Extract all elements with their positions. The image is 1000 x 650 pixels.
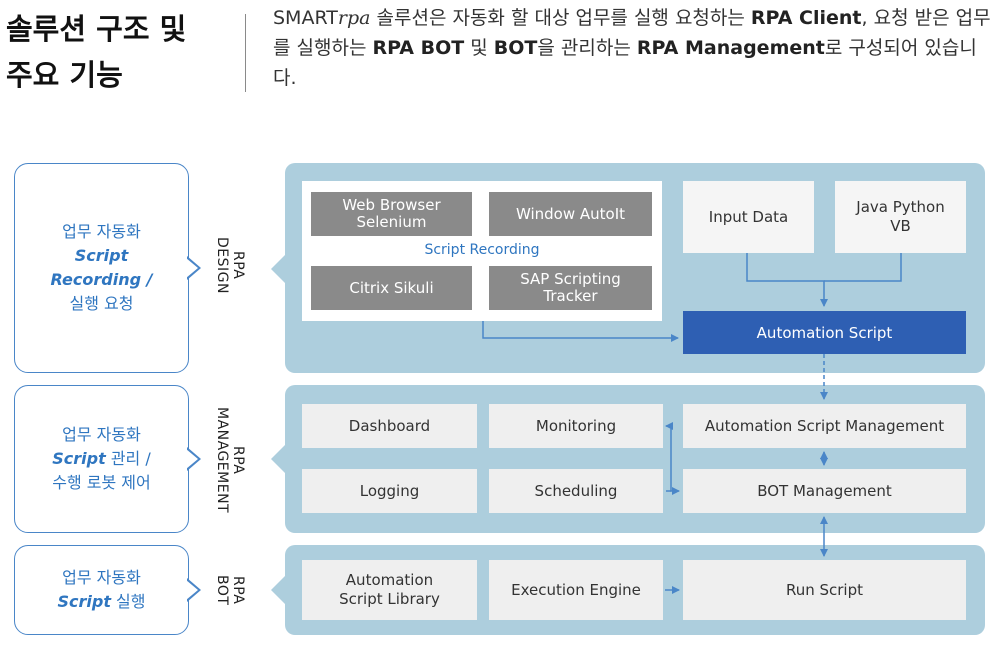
panel-notch [271, 576, 285, 604]
monitoring-link-line [665, 422, 680, 495]
automation-script-box: Automation Script [683, 311, 966, 354]
logging-box: Logging [302, 469, 477, 513]
callout-line: 업무 자동화 [62, 222, 141, 241]
intro-part: 및 [464, 37, 494, 59]
row-title-line: DESIGN [214, 236, 230, 294]
box-line: VB [890, 217, 911, 235]
row-title-line: RPA [230, 445, 246, 475]
box-line: Automation [345, 571, 434, 589]
panel-notch [271, 445, 285, 473]
panel-notch [271, 255, 285, 283]
java-to-script-line [824, 253, 902, 282]
row-title-line: RPA [230, 250, 246, 280]
callout-line: 업무 자동화 [62, 568, 141, 587]
callout-line: 관리 / [105, 449, 151, 468]
row-title-line: BOT [214, 574, 230, 606]
monitoring-box: Monitoring [489, 404, 663, 448]
callout-line: 실행 [110, 592, 146, 611]
box-line: Tracker [543, 287, 598, 305]
input-to-script-line [746, 253, 828, 307]
box-line: SAP Scripting [520, 270, 621, 288]
scheduling-box: Scheduling [489, 469, 663, 513]
callout-line: 업무 자동화 [62, 425, 141, 444]
run-script-box: Run Script [683, 560, 966, 620]
intro-part: 로 구성되어 있습니다. [273, 37, 977, 89]
execution-engine-box: Execution Engine [489, 560, 663, 620]
box-line: Web Browser [342, 196, 441, 214]
intro-part: 을 관리하는 [537, 37, 637, 59]
box-line: Script Library [339, 590, 440, 608]
box-line: Java Python [856, 198, 945, 216]
heading-line-1: 솔루션 구조 및 [6, 12, 187, 46]
intro-rpa-management: RPA Management [636, 37, 825, 59]
callout-line: Script [74, 246, 129, 265]
box-line: Selenium [356, 213, 427, 231]
heading-line-2: 주요 기능 [6, 58, 123, 92]
callout-pointer [186, 578, 201, 602]
row-title-line: MANAGEMENT [214, 406, 230, 514]
page-heading: 솔루션 구조 및 주요 기능 [6, 6, 186, 98]
window-autoit-box: Window AutoIt [489, 192, 652, 236]
callout-line: 실행 요청 [69, 294, 134, 313]
intro-smart: SMART [273, 7, 338, 29]
header-divider [245, 14, 246, 92]
intro-bot: BOT [493, 37, 538, 59]
intro-text: SMARTrpa 솔루션은 자동화 할 대상 업무를 실행 요청하는 RPA C… [273, 3, 995, 93]
input-data-box: Input Data [683, 181, 814, 253]
intro-rpa-bot: RPA BOT [372, 37, 465, 59]
intro-part: , 요청 받은 업무를 실행하는 [273, 7, 991, 59]
callout-pointer [186, 256, 201, 280]
intro-rpa: rpa [337, 7, 371, 29]
bot-callout: 업무 자동화 Script 실행 [14, 545, 189, 635]
script-recording-label: Script Recording [424, 242, 540, 258]
row-title-line: RPA [230, 575, 246, 605]
intro-rpa-client: RPA Client [750, 7, 862, 29]
citrix-sikuli-box: Citrix Sikuli [311, 266, 472, 310]
intro-part: 솔루션은 자동화 할 대상 업무를 실행 요청하는 [370, 7, 751, 29]
callout-line: Script [52, 449, 106, 468]
dashboard-box: Dashboard [302, 404, 477, 448]
design-callout: 업무 자동화 Script Recording / 실행 요청 [14, 163, 189, 373]
automation-script-management-box: Automation Script Management [683, 404, 966, 448]
callout-line: Script [57, 592, 111, 611]
callout-line: 수행 로봇 제어 [52, 473, 151, 492]
bot-management-box: BOT Management [683, 469, 966, 513]
management-callout: 업무 자동화 Script 관리 / 수행 로봇 제어 [14, 385, 189, 533]
recording-to-script-line [482, 321, 679, 342]
callout-pointer [186, 447, 201, 471]
callout-line: Recording / [50, 270, 153, 289]
